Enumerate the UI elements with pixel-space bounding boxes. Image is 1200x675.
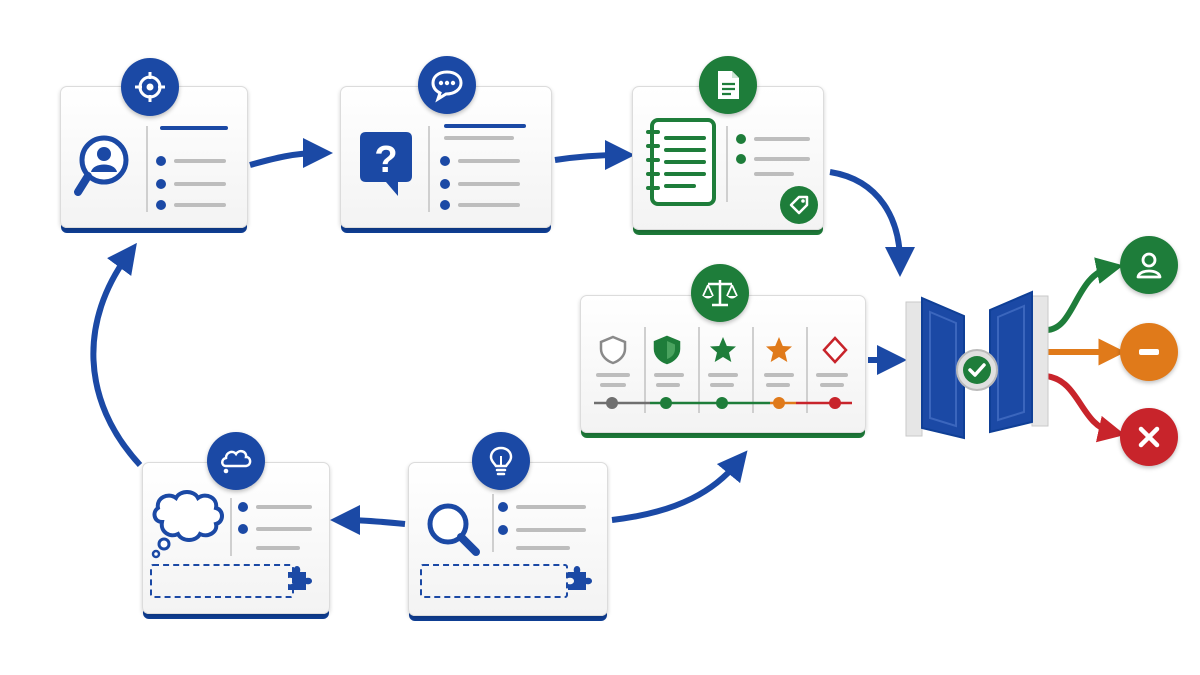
step-card-ask: ? bbox=[340, 86, 552, 228]
scale-point-2 bbox=[660, 397, 672, 409]
scale-point-1 bbox=[606, 397, 618, 409]
document-badge bbox=[699, 56, 757, 114]
target-badge bbox=[121, 58, 179, 116]
cloud-badge bbox=[207, 432, 265, 490]
outcome-reject bbox=[1120, 408, 1178, 466]
outcome-hold bbox=[1120, 323, 1178, 381]
thought-bubble-icon bbox=[148, 488, 232, 565]
x-icon bbox=[1138, 426, 1160, 448]
gate-check-icon bbox=[905, 290, 1049, 440]
target-icon bbox=[135, 72, 165, 102]
user-search-icon bbox=[74, 130, 138, 207]
document-icon bbox=[718, 71, 739, 99]
arrow-explore-to-evaluate bbox=[611, 450, 748, 523]
arrow-reflect-to-identify bbox=[90, 242, 143, 468]
svg-text:?: ? bbox=[374, 139, 397, 181]
scale-point-3 bbox=[716, 397, 728, 409]
cloud-icon bbox=[221, 449, 252, 474]
arrow-record-to-gate bbox=[829, 169, 915, 277]
minus-icon bbox=[1139, 349, 1159, 355]
scales-badge bbox=[691, 264, 749, 322]
tag-icon bbox=[780, 186, 818, 224]
puzzle-icon bbox=[568, 566, 592, 590]
step-card-explore bbox=[408, 462, 608, 616]
arrow-gate-to-accept bbox=[1045, 257, 1124, 333]
chat-badge bbox=[418, 56, 476, 114]
diamond-icon bbox=[822, 336, 848, 364]
scale-point-5 bbox=[829, 397, 841, 409]
scales-icon bbox=[702, 280, 738, 307]
scale-point-4 bbox=[773, 397, 785, 409]
arrow-ask-to-record bbox=[554, 140, 635, 171]
shield-outline-icon bbox=[599, 335, 627, 365]
notebook-icon bbox=[644, 116, 722, 215]
lightbulb-badge bbox=[472, 432, 530, 490]
person-icon bbox=[1136, 252, 1162, 279]
magnifier-icon bbox=[422, 498, 488, 569]
shield-check-icon bbox=[653, 335, 681, 365]
rating-scale bbox=[594, 397, 852, 409]
decision-gate bbox=[904, 288, 1050, 442]
outcome-accept bbox=[1120, 236, 1178, 294]
arrow-identify-to-ask bbox=[249, 138, 333, 169]
arrow-gate-to-reject bbox=[1045, 373, 1126, 443]
arrow-explore-to-reflect bbox=[330, 505, 406, 536]
star-orange-icon bbox=[766, 337, 792, 362]
question-bubble-icon: ? bbox=[354, 130, 418, 205]
puzzle-icon bbox=[288, 566, 312, 590]
chat-bubble-icon bbox=[431, 70, 463, 103]
star-green-icon bbox=[710, 337, 736, 362]
lightbulb-icon bbox=[489, 446, 513, 476]
